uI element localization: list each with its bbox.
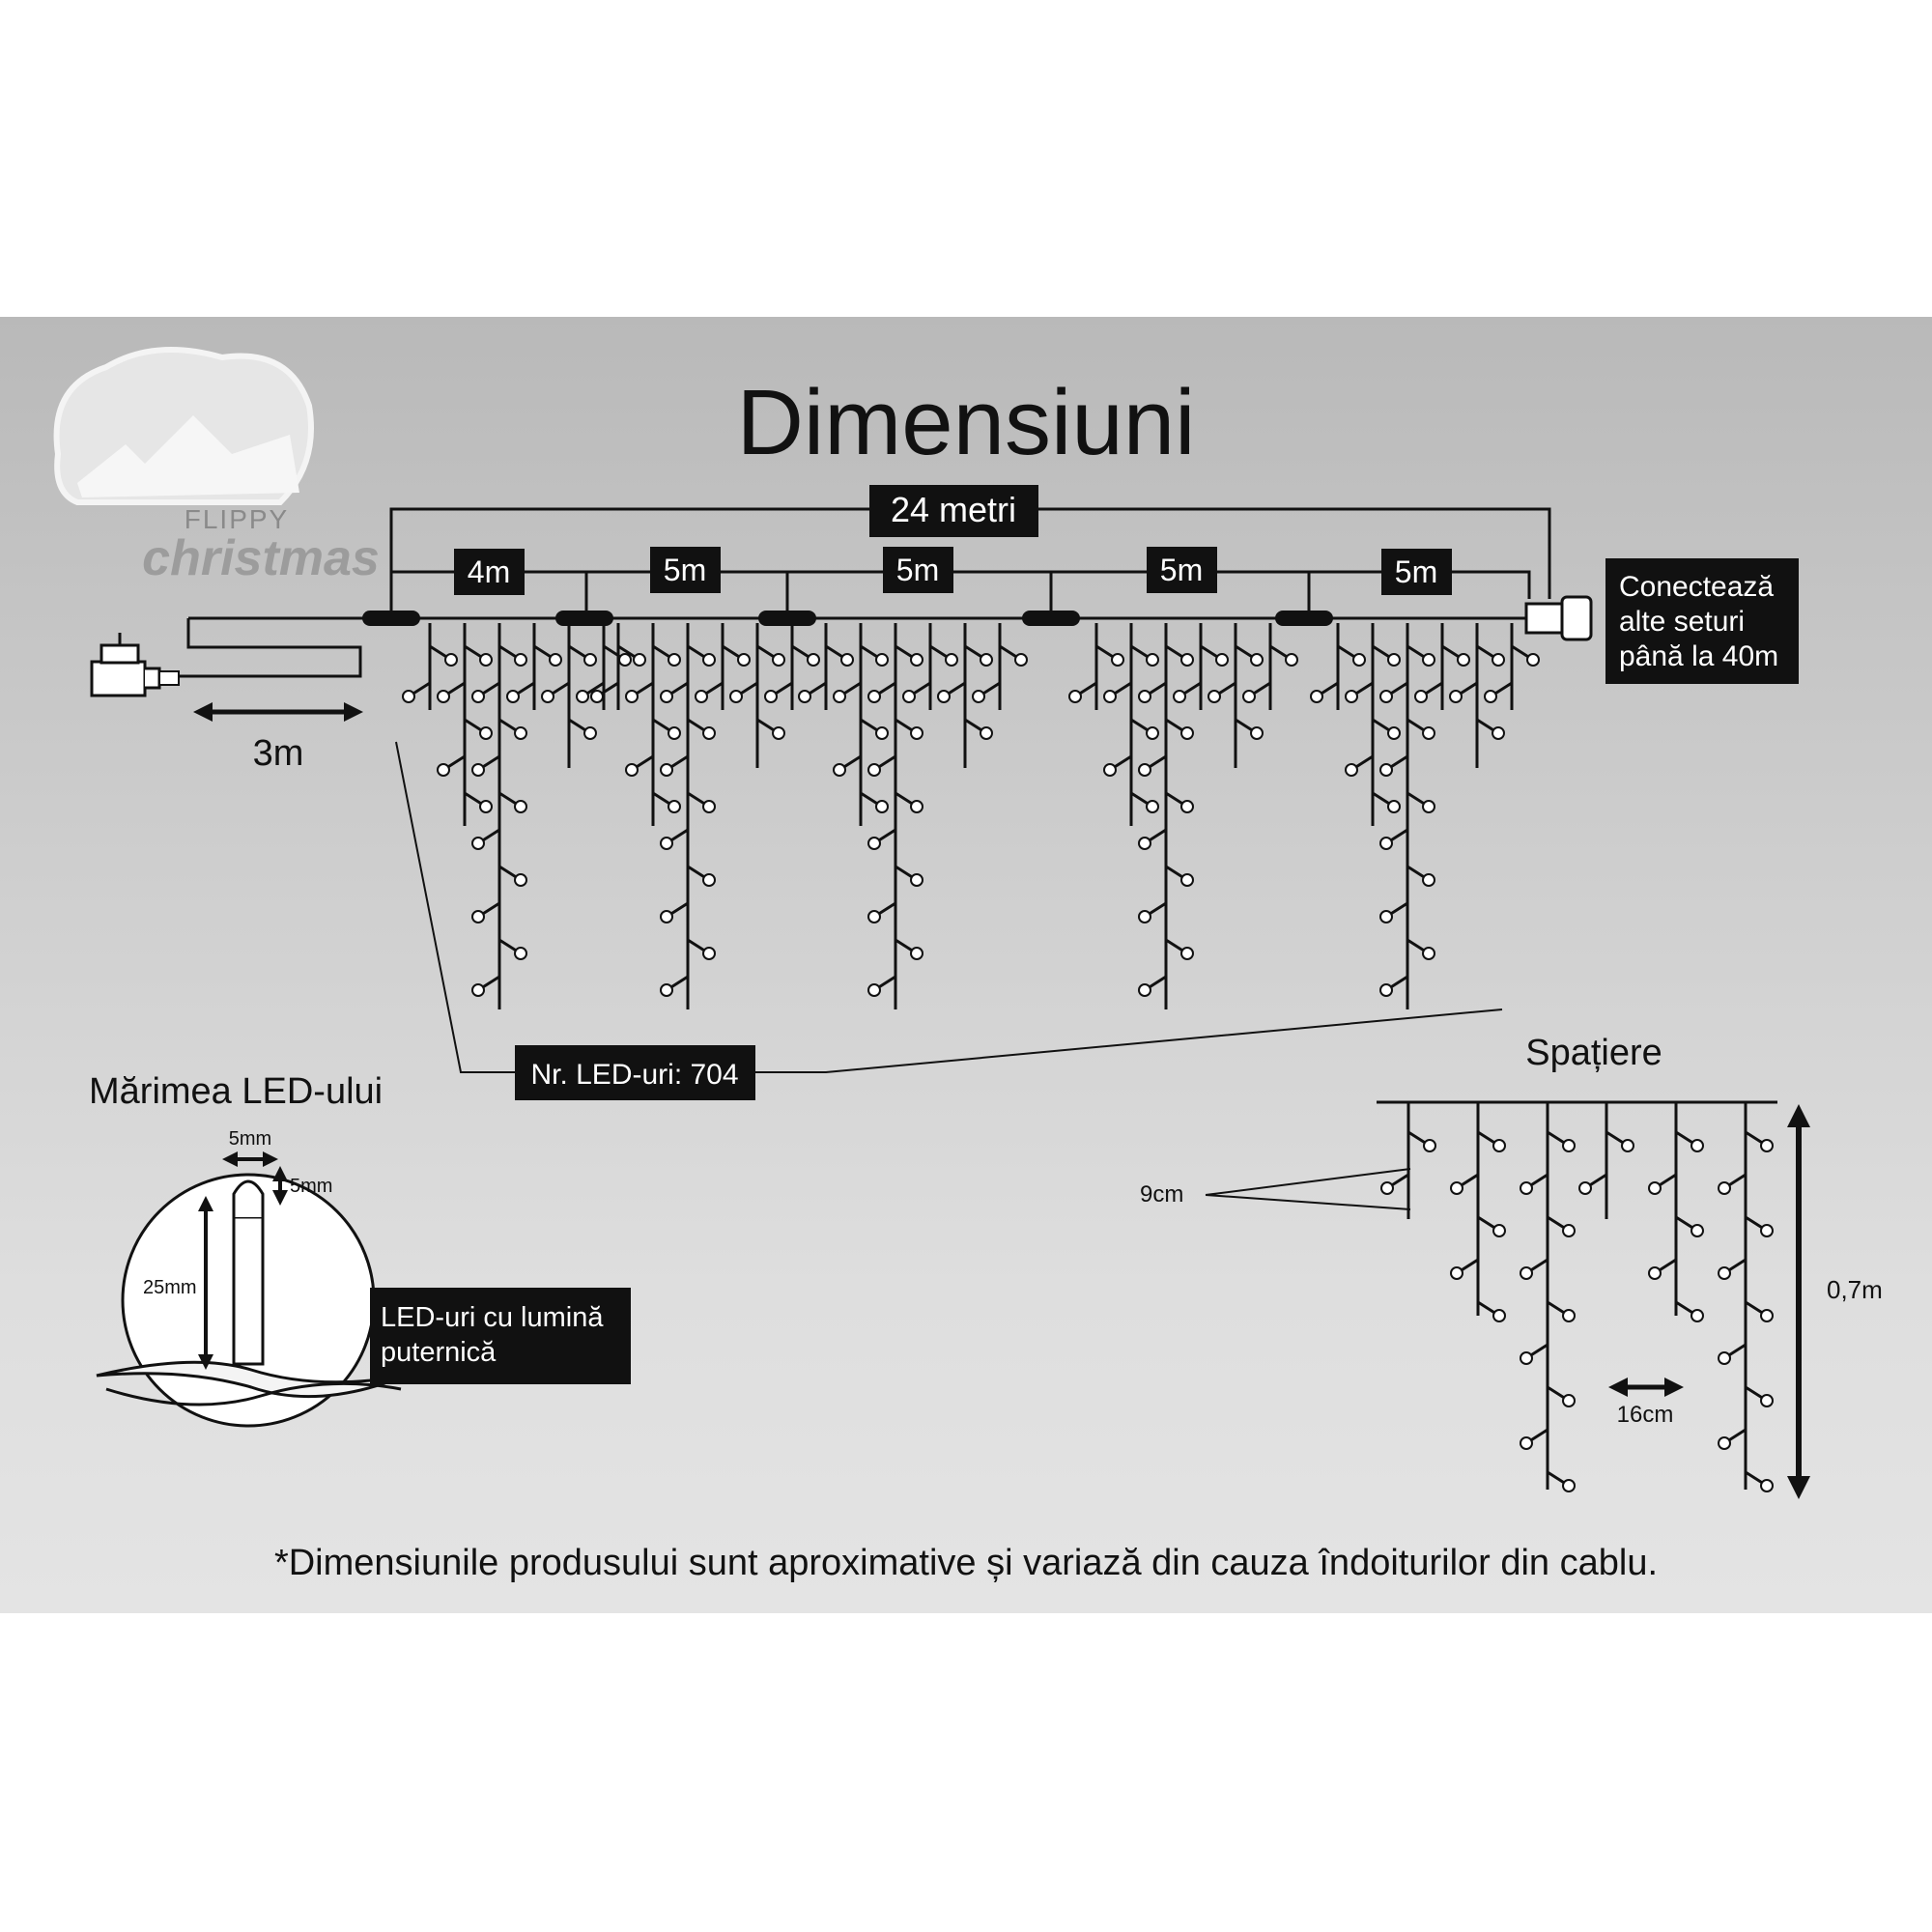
brand-line1: FLIPPY [185,504,289,534]
segment-2-label: 5m [664,553,706,587]
segment-labels: 4m 5m 5m 5m 5m [454,547,1452,595]
drop-length-label: 0,7m [1827,1275,1883,1304]
vertical-spacing-label: 9cm [1140,1181,1183,1208]
led-closeup [96,1173,407,1428]
brand-line2: christmas [142,530,380,586]
led-cap-label: 5mm [290,1176,332,1197]
led-count-leader [395,741,1503,1073]
segment-5-label: 5m [1395,554,1437,589]
flippy-christmas-logo: FLIPPY christmas [53,347,380,586]
led-count-box [515,1045,755,1100]
footnote: *Dimensiunile produsului sunt aproximati… [274,1543,1658,1583]
connect-note-line3: până la 40m [1619,640,1778,672]
segment-3-label: 5m [896,553,939,587]
total-length-box [869,485,1038,537]
connect-note-line2: alte seturi [1619,606,1745,638]
led-count-label: Nr. LED-uri: 704 [530,1059,738,1091]
spacing-drops [1380,1103,1774,1492]
segment-4-label: 5m [1160,553,1203,587]
spacing-heading: Spațiere [1525,1033,1662,1073]
connect-note-line1: Conectează [1619,571,1774,603]
page-title: Dimensiuni [737,371,1196,474]
power-adapter-icon [90,633,180,697]
main-cable [179,616,1531,678]
connectors [362,611,1333,626]
end-connector-icon [1524,595,1593,641]
led-note-line1: LED-uri cu lumină [381,1302,604,1333]
icicle-drops [402,623,1540,1009]
led-width-label: 5mm [229,1128,271,1150]
led-height-label: 25mm [143,1277,197,1298]
led-size-heading: Mărimea LED-ului [89,1071,383,1112]
led-note-line2: puternică [381,1337,497,1368]
lead-length-label: 3m [253,733,304,774]
connect-note-box [1605,558,1799,684]
segment-1-label: 4m [468,554,510,589]
horizontal-spacing-label: 16cm [1617,1402,1674,1428]
vertical-spacing-leader [1205,1168,1411,1210]
total-length-label: 24 metri [891,490,1016,529]
led-note-box [370,1288,631,1384]
